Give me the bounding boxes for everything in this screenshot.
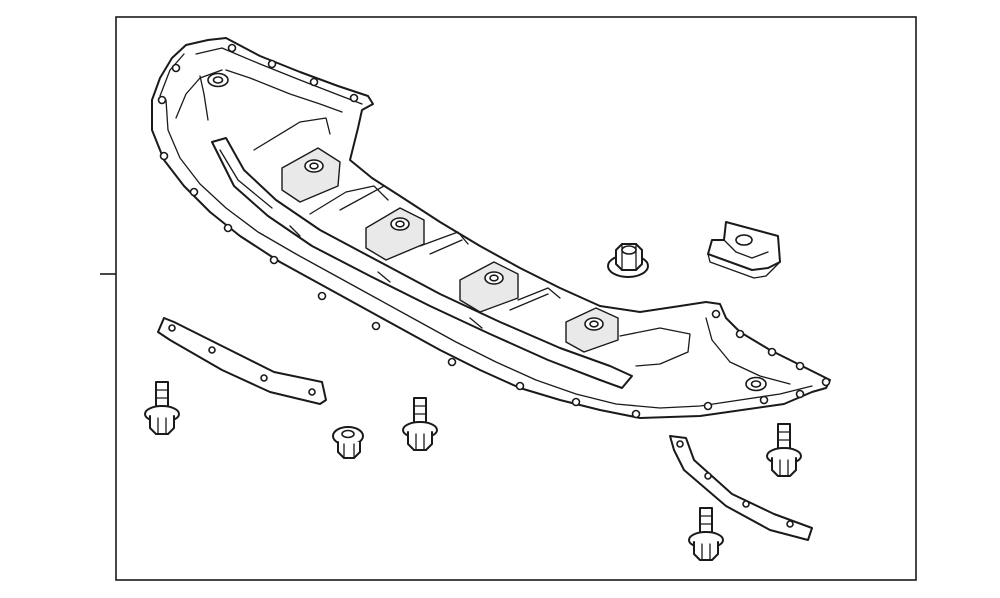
panel-boss-1	[281, 147, 341, 203]
clip-bracket	[707, 221, 781, 279]
panel-boss-4	[565, 307, 619, 353]
panel-boss-3	[459, 261, 519, 313]
undercover-panel	[151, 37, 831, 419]
grommet	[332, 426, 364, 459]
bolt-right	[766, 423, 802, 477]
retainer-nut	[607, 243, 649, 278]
bolt-center	[402, 397, 438, 451]
bolt-left	[144, 381, 180, 435]
seal-strip-right	[669, 435, 813, 541]
bolt-bottom	[688, 507, 724, 561]
seal-strip-left	[157, 317, 327, 405]
diagram-frame	[115, 16, 917, 581]
